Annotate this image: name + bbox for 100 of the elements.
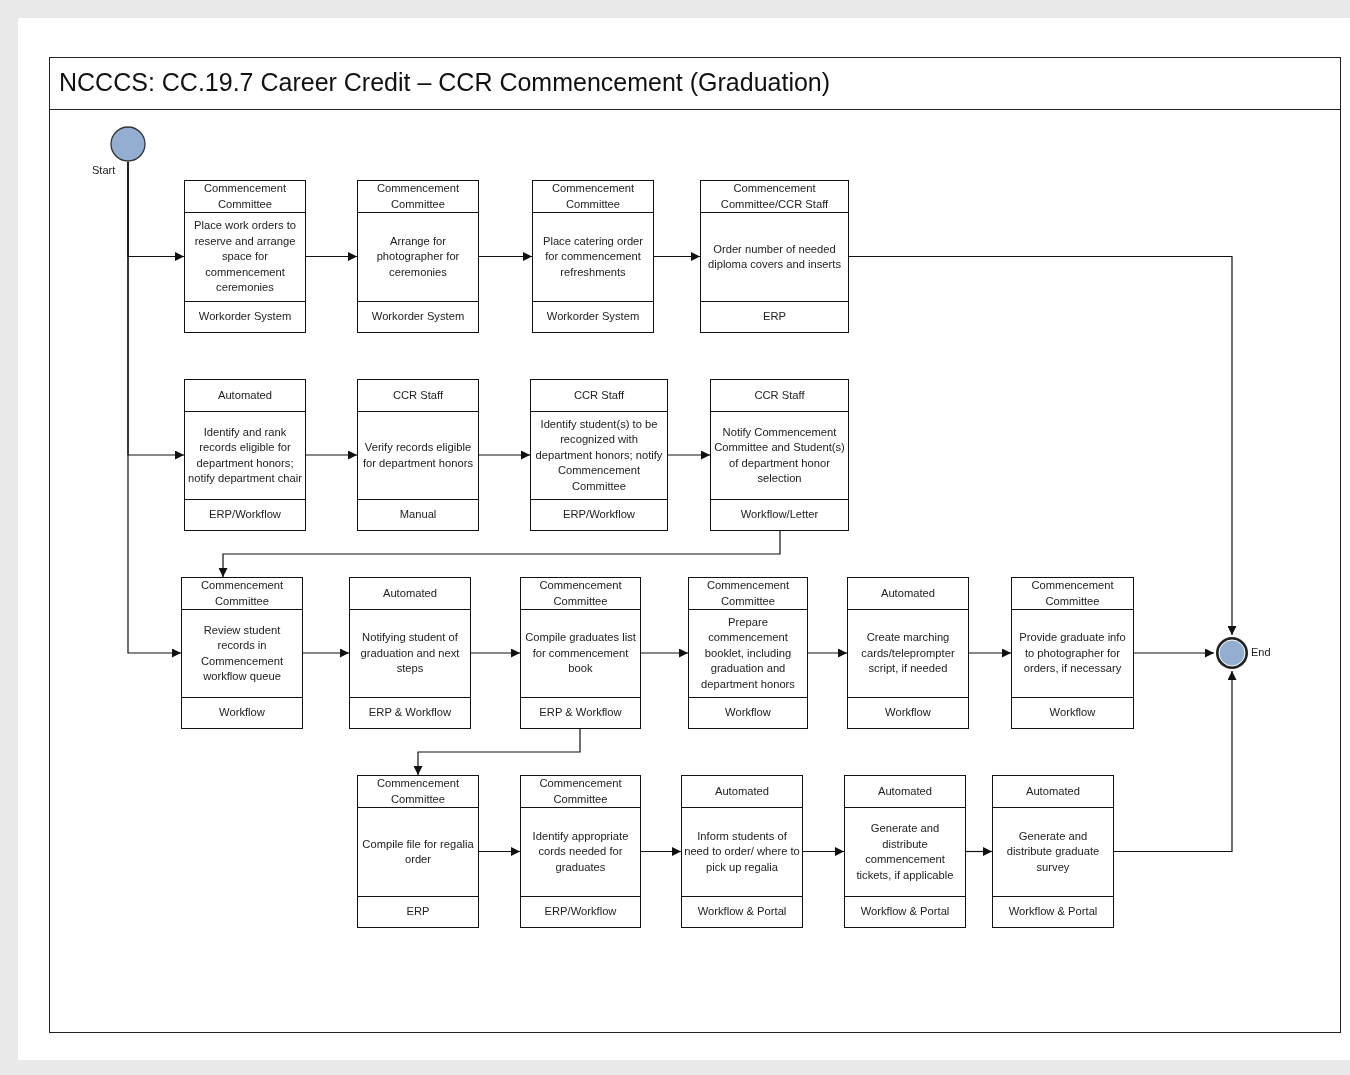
system-label: ERP <box>406 904 430 920</box>
step-text: Generate and distribute commencement tickets, if applicable <box>855 821 955 883</box>
process-box <box>1011 577 1134 729</box>
event-label: Start <box>92 164 116 176</box>
arrow <box>640 648 689 658</box>
step-text: Identify appropriate cords needed for graduates <box>531 828 630 875</box>
process-box <box>181 577 303 729</box>
arrow <box>305 450 358 460</box>
process-box <box>532 180 654 333</box>
step-text: Verify records eligible for department honors <box>361 440 475 471</box>
system-label: Workflow <box>725 705 771 721</box>
role-label: Automated <box>217 387 273 403</box>
step-text: Generate and distribute graduate survey <box>1005 828 1101 875</box>
role-label: Automated <box>880 585 936 601</box>
role-label: Automated <box>382 585 438 601</box>
process-box <box>184 379 306 531</box>
arrow <box>478 847 521 856</box>
arrow <box>470 648 521 658</box>
arrow <box>1133 648 1215 658</box>
step-text: Inform students of need to order/ where to pick up regalia <box>684 828 800 875</box>
arrow <box>848 255 1237 636</box>
role-label: Commencement Committee <box>538 578 623 609</box>
role-label: Automated <box>1025 783 1081 799</box>
arrow <box>640 847 682 856</box>
arrow <box>218 530 781 578</box>
system-label: ERP & Workflow <box>368 705 452 721</box>
role-label: Automated <box>714 783 770 799</box>
system-label: ERP <box>763 309 786 325</box>
system-label: ERP & Workflow <box>539 705 622 721</box>
process-box <box>700 180 849 333</box>
system-label: ERP/Workflow <box>209 507 281 523</box>
step-text: Provide graduate info to photographer for orders, if necessary <box>1018 630 1127 677</box>
process-box <box>992 775 1114 928</box>
role-label: Commencement Committee <box>705 578 791 609</box>
step-text: Place catering order for commencement refreshments <box>541 233 645 280</box>
arrow <box>302 648 350 658</box>
process-box <box>710 379 849 531</box>
arrow <box>667 450 711 460</box>
step-text: Arrange for photographer for ceremonies <box>375 233 461 280</box>
process-box <box>681 775 803 928</box>
process-box <box>520 775 641 928</box>
system-label: ERP/Workflow <box>563 507 635 523</box>
step-text: Notifying student of graduation and next steps <box>359 630 461 677</box>
process-box <box>847 577 969 729</box>
step-text: Notify Commencement Committee and Student(s) of department honor selection <box>713 424 846 486</box>
role-label: Commencement Committee <box>375 776 461 807</box>
step-text: Place work orders to reserve and arrange space for commencement ceremonies <box>193 218 297 296</box>
end-event-circle <box>1214 635 1250 671</box>
system-label: Workflow/Letter <box>740 507 819 523</box>
process-box <box>530 379 668 531</box>
arrow <box>802 847 845 856</box>
role-label: Commencement Committee/CCR Staff <box>719 181 830 212</box>
role-label: Commencement Committee <box>550 181 636 212</box>
system-label: Workflow & Portal <box>697 904 787 920</box>
process-box <box>357 379 479 531</box>
role-label: CCR Staff <box>573 387 625 403</box>
start-event-circle <box>110 126 146 162</box>
process-box <box>357 775 479 928</box>
step-text: Create marching cards/teleprompter script, if needed <box>860 630 956 677</box>
process-box <box>844 775 966 928</box>
system-label: Workflow & Portal <box>1008 904 1098 920</box>
process-box <box>688 577 808 729</box>
step-text: Order number of needed diploma covers and inserts <box>706 241 843 272</box>
process-box <box>520 577 641 729</box>
system-label: Manual <box>399 507 437 523</box>
arrow <box>1113 670 1237 853</box>
step-text: Identify student(s) to be recognized with department honors; notify Commencement Committee <box>534 416 664 494</box>
arrow <box>127 161 182 658</box>
system-label: Workflow <box>1049 705 1096 721</box>
role-label: Commencement Committee <box>199 578 285 609</box>
arrow <box>653 252 701 261</box>
system-label: ERP/Workflow <box>544 904 617 920</box>
system-label: Workflow <box>219 705 265 721</box>
role-label: Commencement Committee <box>202 181 288 212</box>
step-text: Compile graduates list for commencement book <box>524 630 637 677</box>
arrow <box>305 252 358 261</box>
arrow <box>478 450 531 460</box>
step-text: Prepare commencement booklet, including graduation and department honors <box>700 614 796 692</box>
system-label: Workorder System <box>371 309 465 325</box>
system-label: Workorder System <box>546 309 640 325</box>
event-label: End <box>1251 646 1271 658</box>
process-box <box>184 180 306 333</box>
role-label: Commencement Committee <box>538 776 623 807</box>
diagram-title: NCCCS: CC.19.7 Career Credit – CCR Commencement (Graduation) <box>59 68 831 97</box>
system-label: Workorder System <box>198 309 292 325</box>
arrow <box>478 252 533 261</box>
arrow <box>413 728 581 776</box>
arrow <box>965 847 993 856</box>
system-label: Workflow & Portal <box>860 904 950 920</box>
process-box <box>349 577 471 729</box>
step-text: Identify and rank records eligible for department honors; notify department chair <box>187 424 303 486</box>
role-label: CCR Staff <box>754 387 805 403</box>
system-label: Workflow <box>885 705 931 721</box>
step-text: Review student records in Commencement workflow queue <box>199 622 285 684</box>
role-label: CCR Staff <box>392 387 444 403</box>
role-label: Automated <box>877 783 933 799</box>
arrow <box>968 648 1012 658</box>
process-box <box>357 180 479 333</box>
arrow <box>807 648 848 658</box>
role-label: Commencement Committee <box>1030 578 1115 609</box>
